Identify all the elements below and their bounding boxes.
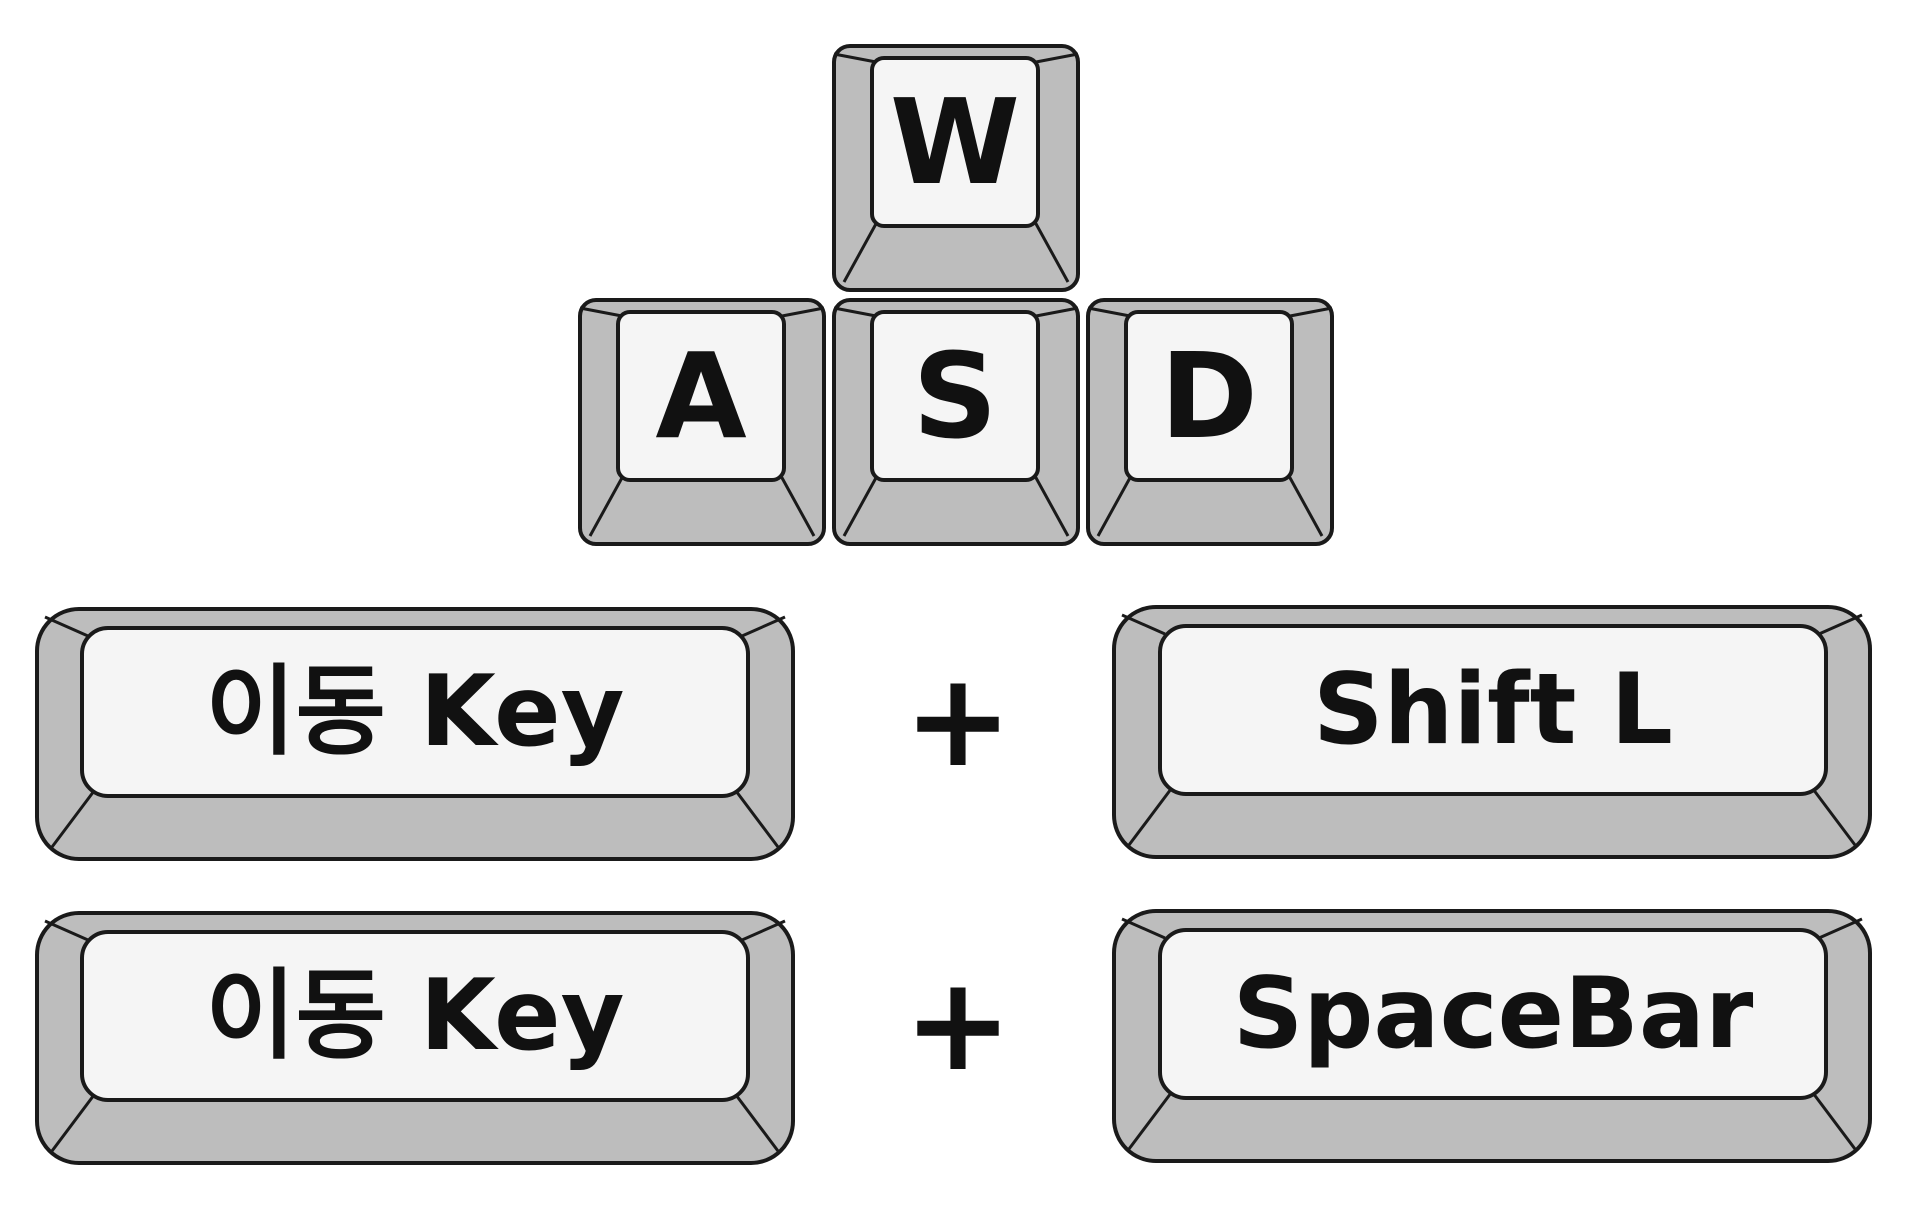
- move-key-1-label: 이동 Key: [205, 655, 624, 769]
- move-key-1: 이동 Key: [35, 607, 795, 861]
- spacebar-label: SpaceBar: [1233, 957, 1754, 1071]
- key-a-label: A: [655, 327, 746, 465]
- move-key-2: 이동 Key: [35, 911, 795, 1165]
- spacebar-key: SpaceBar: [1112, 909, 1872, 1163]
- plus-operator-1: +: [904, 644, 1013, 796]
- key-s-label: S: [913, 327, 998, 465]
- key-a: A: [578, 298, 826, 546]
- shift-l-label: Shift L: [1313, 653, 1673, 767]
- key-d-label: D: [1160, 327, 1258, 465]
- plus-operator-2: +: [904, 948, 1013, 1100]
- key-w-label: W: [890, 73, 1020, 211]
- shift-l-key: Shift L: [1112, 605, 1872, 859]
- key-w: W: [832, 44, 1080, 292]
- key-d: D: [1086, 298, 1334, 546]
- combo-row-1: 이동 Key + Shift L: [35, 605, 1872, 861]
- combo-row-2: 이동 Key + SpaceBar: [35, 909, 1872, 1165]
- key-s: S: [832, 298, 1080, 546]
- move-key-2-label: 이동 Key: [205, 959, 624, 1073]
